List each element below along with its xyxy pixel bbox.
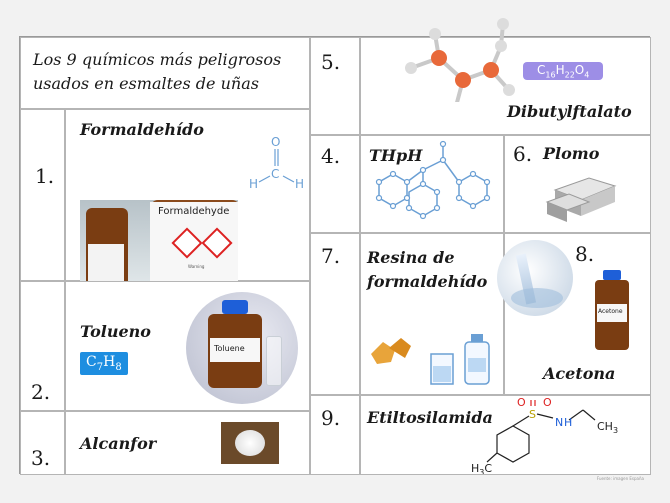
item-9-name: Etiltosilamida [367, 408, 493, 427]
item-4-cell: THpH [360, 135, 504, 233]
item-8-cell: 8. Acetone Acetona [497, 233, 651, 395]
item-8-name: Acetona [543, 364, 616, 383]
tosyl-h3c-sub: 3 [479, 468, 484, 474]
formaldehyde-bottle-photo: Formaldehyde Warning [80, 200, 238, 296]
item-2-number: 2. [31, 380, 51, 404]
tosyl-n: N [555, 416, 563, 429]
thph-molecule [375, 140, 491, 220]
acetone-bottle-label: Acetone [598, 308, 623, 315]
formaldehyde-c: C [271, 167, 279, 181]
acetone-bottle-photo: Acetone [595, 270, 629, 350]
item-5-number-cell: 5. [310, 37, 360, 135]
tosyl-o1: O [517, 396, 526, 409]
formaldehyde-h2: H [295, 177, 304, 188]
tosyl-nh: H [564, 416, 572, 429]
item-7-cell: Resina de formaldehído [360, 233, 504, 395]
item-5-number: 5. [321, 50, 341, 74]
item-1-number: 1. [35, 164, 55, 188]
tosyl-ch3: CH3 [597, 420, 618, 435]
item-7-number-cell: 7. [310, 233, 360, 395]
item-9-number: 9. [321, 406, 341, 430]
item-1-cell: Formaldehído O C H H Formaldehyde Warnin… [65, 109, 310, 296]
resin-illustration [371, 334, 490, 385]
formaldehyde-o: O [271, 135, 280, 149]
dbp-formula-o-sub: 4 [584, 70, 590, 80]
item-7-name: Resina de formaldehído [367, 248, 488, 291]
dbp-formula-c: C [537, 63, 546, 77]
item-2-name: Tolueno [80, 322, 151, 341]
item-3-cell: Alcanfor [65, 411, 310, 475]
dbp-formula-c-sub: 16 [545, 70, 556, 80]
tosyl-s: S [529, 408, 536, 421]
title-cell: Los 9 químicos más peligrosos usados en … [20, 37, 310, 109]
toluene-bottle-label: Toluene [214, 344, 245, 353]
source-credit: Fuente: imagen Espaňa [596, 476, 644, 481]
toluene-formula-c-sub: 7 [96, 361, 104, 373]
item-6-number: 6. [513, 142, 533, 166]
dbp-formula-h-sub: 22 [564, 70, 575, 80]
tosyl-h3c: H3C [471, 462, 492, 474]
formaldehyde-bottle-label: Formaldehyde [158, 206, 230, 217]
item-2-number-cell: 2. [20, 281, 65, 411]
camphor-photo [221, 422, 279, 464]
formaldehyde-structure: O C H H [249, 135, 304, 188]
dibutylphthalate-formula-pill: C16H22O4 [523, 62, 604, 81]
formaldehyde-warning: Warning [188, 264, 205, 269]
item-5-cell: C16H22O4 Dibutylftalato [360, 18, 651, 135]
formaldehyde-h1: H [249, 177, 258, 188]
dbp-formula-o: O [574, 63, 585, 77]
tosyl-ch3-sub: 3 [613, 426, 618, 435]
toluene-formula-h-sub: 8 [115, 361, 122, 373]
tosyl-ch3-text: CH [597, 420, 613, 433]
item-2-cell: Tolueno C7H8 Toluene [65, 281, 310, 411]
item-8-number: 8. [575, 242, 595, 266]
item-1-name: Formaldehído [80, 120, 204, 139]
item-4-number-cell: 4. [310, 135, 360, 233]
tosyl-h3c-c: C [484, 462, 492, 474]
item-9-number-cell: 9. [310, 395, 360, 475]
item-6-cell: 6. Plomo [504, 135, 651, 233]
item-5-name: Dibutylftalato [507, 102, 632, 121]
lead-ingots [545, 177, 617, 222]
toluene-bottle-photo: Toluene [186, 292, 298, 404]
page-title: Los 9 químicos más peligrosos usados en … [33, 50, 282, 93]
item-1-number-cell: 1. [20, 109, 65, 281]
item-3-number-cell: 3. [20, 411, 65, 475]
dibutylphthalate-molecule [405, 18, 515, 102]
toluene-formula-c: C [86, 354, 97, 370]
toluene-formula-badge: C7H8 [80, 352, 128, 375]
dbp-formula-h: H [555, 63, 565, 77]
tosyl-o2: O [543, 396, 552, 409]
toluene-formula-h: H [103, 354, 116, 370]
item-3-name: Alcanfor [80, 434, 157, 453]
ethyltosylamide-structure: O S O N H CH3 H3C [471, 396, 618, 474]
tosyl-h3c-h: H [471, 462, 479, 474]
acetone-pour-photo [497, 240, 573, 316]
item-4-number: 4. [321, 144, 341, 168]
item-4-name: THpH [369, 146, 423, 165]
item-3-number: 3. [31, 446, 51, 470]
chemicals-grid: Los 9 químicos más peligrosos usados en … [19, 18, 651, 475]
item-6-name: Plomo [543, 144, 600, 163]
item-7-number: 7. [321, 244, 341, 268]
item-9-cell: Etiltosilamida O S O N H CH3 H3C [360, 395, 651, 475]
